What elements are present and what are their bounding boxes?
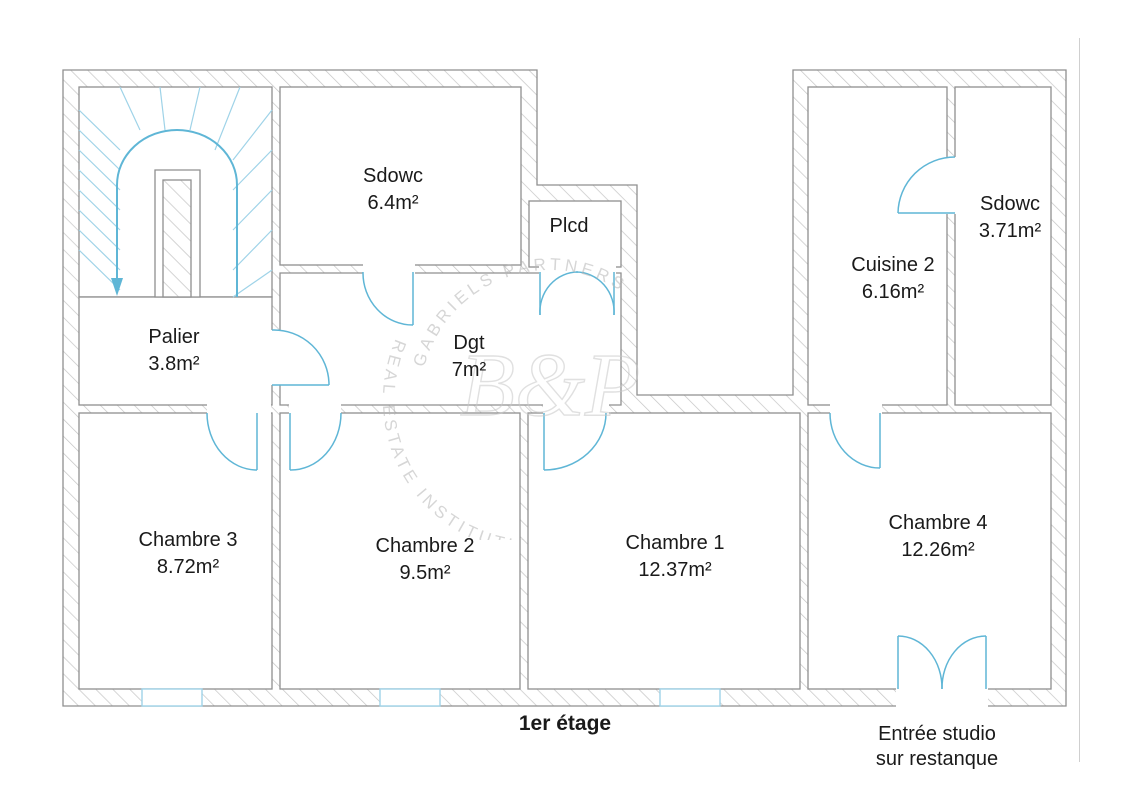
page-edge-line [1079, 38, 1080, 762]
room-area: 12.26m² [901, 539, 975, 561]
room-sdowc-2 [954, 86, 1052, 406]
window-chambre-1 [659, 688, 721, 707]
room-name: Chambre 4 [888, 512, 988, 534]
room-chambre-1 [527, 412, 801, 690]
room-sdowc-1 [279, 86, 522, 266]
room-label-sdowc-2: Sdowc 3.71m² [979, 191, 1041, 245]
room-area: 3.8m² [148, 353, 200, 375]
window-chambre-3 [141, 688, 203, 707]
stair-core [154, 169, 201, 298]
entry-note-line-2: sur restanque [875, 748, 999, 770]
door-gaps [207, 157, 988, 707]
room-label-chambre-4: Chambre 4 12.26m² [889, 510, 988, 564]
windows [141, 688, 721, 707]
door-swings [206, 156, 987, 690]
room-name: Chambre 3 [138, 529, 238, 551]
room-area: 12.37m² [638, 559, 712, 581]
room-name: Palier [148, 326, 200, 348]
room-plcd [528, 200, 622, 268]
room-area: 9.5m² [399, 562, 451, 584]
floor-level-label: 1er étage [518, 712, 612, 735]
room-label-chambre-1: Chambre 1 12.37m² [626, 530, 725, 584]
room-area: 8.72m² [156, 556, 220, 578]
room-palier [78, 296, 273, 406]
room-cuisine-2 [807, 86, 948, 406]
room-label-sdowc-1: Sdowc 6.4m² [363, 163, 423, 217]
room-name: Sdowc [362, 165, 424, 187]
room-label-dgt: Dgt 7m² [452, 330, 486, 384]
room-name: Sdowc [979, 193, 1041, 215]
room-label-chambre-3: Chambre 3 8.72m² [139, 527, 238, 581]
entry-note-line-1: Entrée studio [878, 723, 996, 745]
room-chambre-4 [807, 412, 1052, 690]
room-name: Chambre 1 [625, 532, 725, 554]
staircase [78, 86, 273, 298]
room-name: Plcd [549, 215, 589, 237]
room-name: Dgt [453, 332, 485, 354]
room-shapes [78, 86, 1052, 690]
room-name: Cuisine 2 [851, 254, 935, 276]
room-dgt [279, 272, 622, 406]
room-label-palier: Palier 3.8m² [148, 324, 199, 378]
window-chambre-2 [379, 688, 441, 707]
room-area: 6.4m² [367, 192, 419, 214]
room-label-cuisine-2: Cuisine 2 6.16m² [851, 252, 934, 306]
room-area: 6.16m² [861, 281, 925, 303]
room-area: 3.71m² [978, 220, 1042, 242]
entry-note: Entrée studio sur restanque [876, 722, 998, 772]
room-label-chambre-2: Chambre 2 9.5m² [376, 533, 475, 587]
room-label-plcd: Plcd [550, 213, 589, 240]
room-name: Chambre 2 [375, 535, 475, 557]
room-area: 7m² [451, 359, 487, 381]
